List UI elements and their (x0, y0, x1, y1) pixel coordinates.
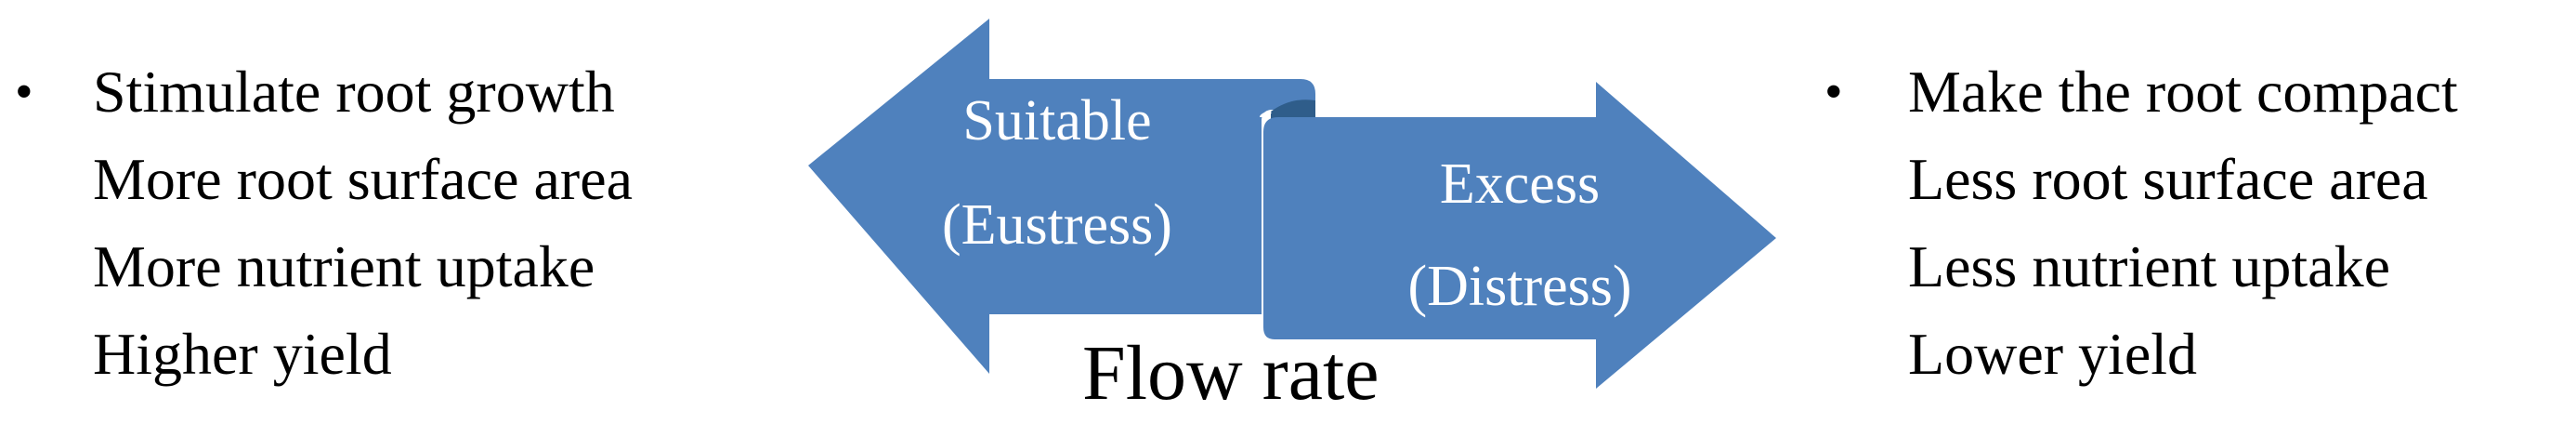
left-effect-item: Higher yield (93, 321, 392, 387)
right-arrow-label-line1: Excess (1440, 152, 1600, 216)
left-arrow-label-line2: (Eustress) (942, 193, 1172, 257)
flow-rate-label: Flow rate (1082, 330, 1380, 417)
left-arrow-label-line1: Suitable (962, 89, 1151, 152)
right-effect-item: Less nutrient uptake (1908, 233, 2390, 299)
left-arrow-shape (808, 19, 1315, 374)
right-effects-list: Make the root compact Less root surface … (1908, 48, 2458, 398)
left-effects-list: Stimulate root growth More root surface … (93, 48, 633, 398)
left-effect-item: More root surface area (93, 146, 633, 212)
left-bullet: • (15, 63, 33, 121)
right-effect-item: Make the root compact (1908, 59, 2458, 125)
right-arrow-shape (1263, 82, 1776, 389)
fold-seam-line (1260, 110, 1272, 118)
right-arrow-label-line2: (Distress) (1407, 255, 1631, 318)
left-effect-item: More nutrient uptake (93, 233, 595, 299)
right-effect-item: Lower yield (1908, 321, 2197, 387)
left-effect-item: Stimulate root growth (93, 59, 615, 125)
right-bullet: • (1824, 63, 1843, 121)
right-effect-item: Less root surface area (1908, 146, 2428, 212)
fold-curl-shape (1271, 99, 1315, 123)
